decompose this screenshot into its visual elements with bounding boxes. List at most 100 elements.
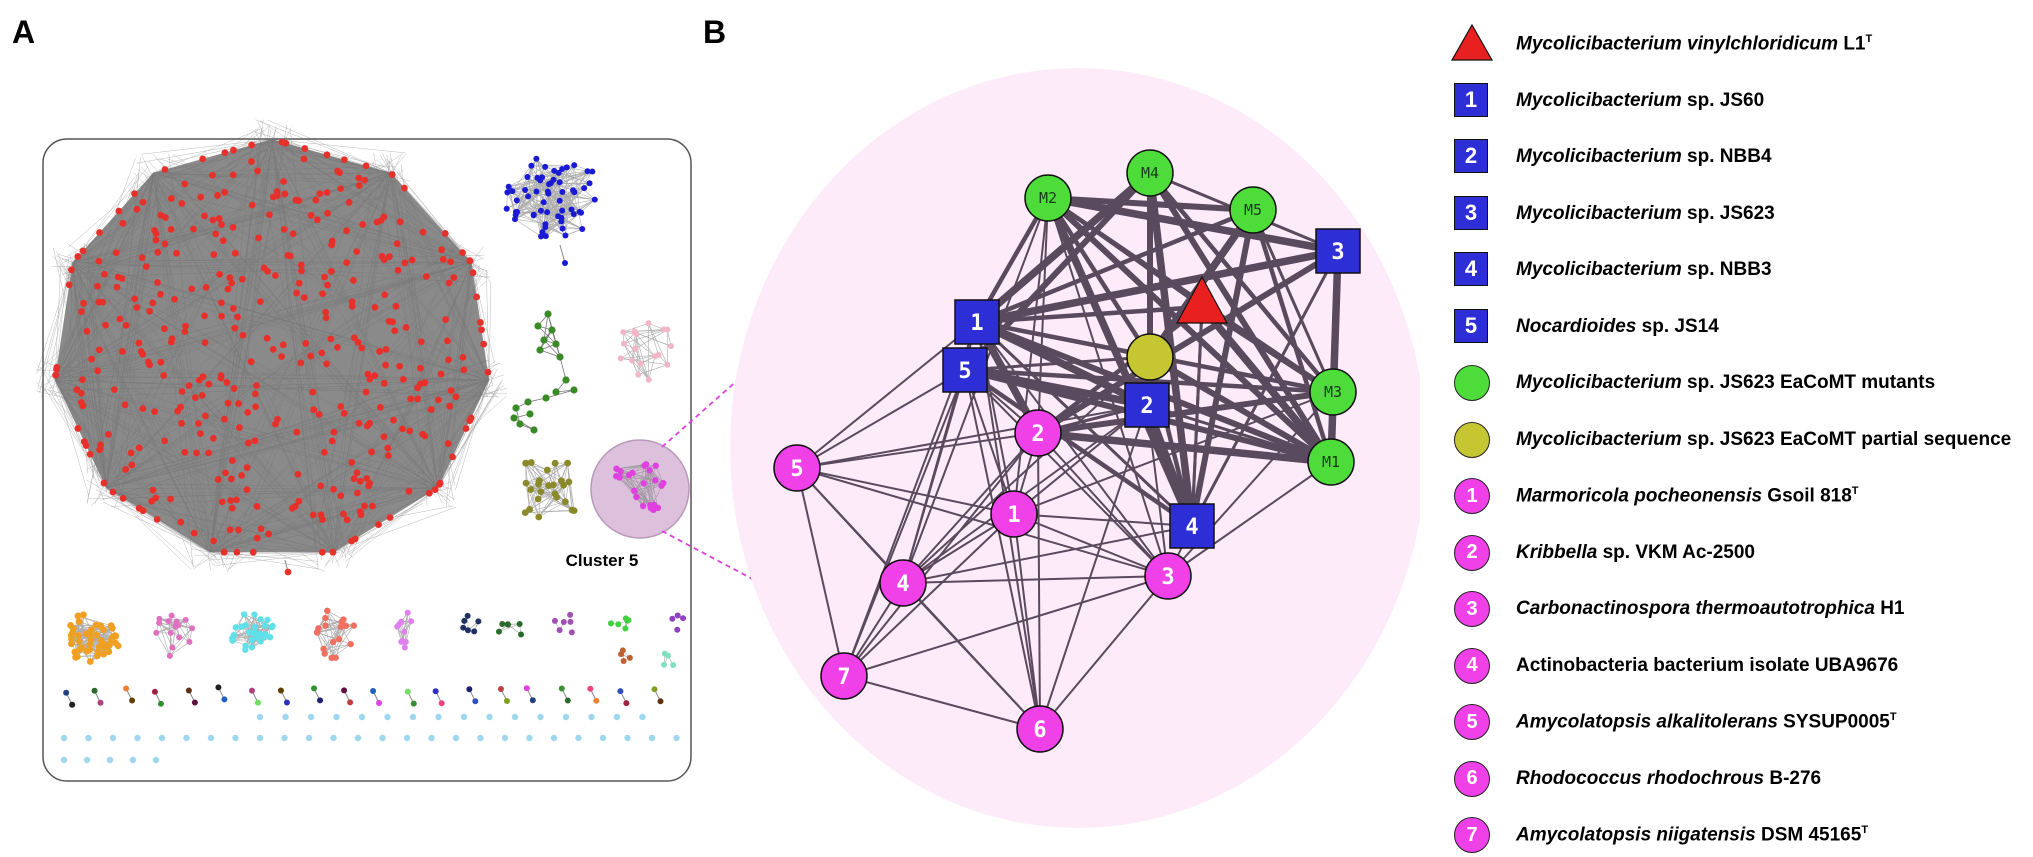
cluster-node [312, 197, 319, 204]
cluster-node [176, 634, 182, 640]
legend-strain: sp. VKM Ac-2500 [1597, 542, 1755, 563]
legend-strain: Gsoil 818 [1762, 485, 1852, 506]
cluster-node [556, 353, 563, 360]
cluster-node [101, 271, 108, 278]
cluster-node [228, 475, 235, 482]
cluster-node [232, 735, 238, 741]
cluster-node [453, 393, 460, 400]
cluster-node [384, 445, 391, 452]
cluster-node [230, 224, 237, 231]
cluster-node [355, 175, 362, 182]
cluster-node [139, 254, 146, 261]
cluster-node [246, 629, 252, 635]
cluster-node [253, 382, 260, 389]
cluster-node [293, 429, 300, 436]
cluster-node [76, 638, 83, 645]
cluster-node [154, 249, 161, 256]
cluster-node [248, 358, 255, 365]
cluster-node [449, 453, 456, 460]
cluster-node [150, 487, 157, 494]
node-label: 6 [1033, 718, 1046, 743]
cluster-node [453, 735, 459, 741]
cluster-node [571, 211, 577, 217]
cluster-node [179, 388, 186, 395]
cluster-node [167, 496, 174, 503]
cluster-node [669, 616, 675, 622]
cluster-node [559, 686, 565, 692]
cluster-node [395, 267, 402, 274]
cluster-node [173, 623, 179, 629]
cluster-node [134, 206, 141, 213]
cluster-node [356, 420, 363, 427]
square-icon: 4 [1454, 252, 1488, 286]
cluster-node [80, 300, 87, 307]
legend-taxon: Amycolatopsis niigatensis [1516, 824, 1756, 845]
cluster-node [400, 376, 407, 383]
legend-symbol: 1 [1450, 79, 1494, 123]
cluster-node [323, 360, 330, 367]
cluster-node [617, 468, 623, 474]
legend-label: Kribbella sp. VKM Ac-2500 [1516, 542, 1755, 564]
cluster-node [249, 644, 255, 650]
cluster-node [108, 622, 115, 629]
cluster-node [370, 688, 376, 694]
cluster-node [447, 258, 454, 265]
legend-taxon: Carbonactinospora thermoautotrophica [1516, 598, 1875, 619]
cluster-node [148, 498, 155, 505]
cluster-node [514, 197, 520, 203]
cluster-node [555, 213, 561, 219]
cluster-node [111, 386, 118, 393]
cluster-node [250, 549, 257, 556]
cluster-node [544, 467, 551, 474]
legend-item: Mycolicibacterium sp. JS623 EaCoMT mutan… [1450, 361, 1935, 405]
legend-symbol: 4 [1450, 644, 1494, 688]
cluster-node [66, 281, 73, 288]
cluster-node [78, 390, 85, 397]
legend-symbol: 4 [1450, 248, 1494, 292]
cluster-node [229, 637, 235, 643]
cluster-node [385, 452, 392, 459]
cluster-node [295, 471, 302, 478]
cluster-node [252, 437, 259, 444]
node-label: 5 [958, 359, 971, 384]
cluster-node [80, 247, 87, 254]
cluster-node [120, 495, 127, 502]
cluster-node [281, 226, 288, 233]
cluster-node [96, 446, 103, 453]
cluster-node [477, 319, 484, 326]
cluster-node [461, 714, 467, 720]
cluster-node [329, 438, 336, 445]
cluster-node [354, 490, 361, 497]
cluster-node [261, 265, 268, 272]
cluster-node [177, 519, 184, 526]
cluster-node [664, 362, 670, 368]
cluster-node [336, 636, 342, 642]
cluster-node [641, 462, 647, 468]
legend-taxon: Mycolicibacterium [1516, 90, 1682, 111]
cluster-node [535, 496, 542, 503]
cluster-node [153, 237, 160, 244]
cluster-node [419, 431, 426, 438]
legend-type-strain-mark: T [1861, 824, 1868, 836]
legend-strain: H1 [1875, 598, 1905, 619]
cluster-node [350, 277, 357, 284]
legend-symbol: 2 [1450, 531, 1494, 575]
cluster-node [631, 488, 637, 494]
cluster-node [343, 227, 350, 234]
cluster-node [310, 511, 317, 518]
cluster-node [414, 395, 421, 402]
cluster-node [79, 376, 86, 383]
cluster-node [565, 698, 571, 704]
cluster-node [333, 714, 339, 720]
legend-taxon: Mycolicibacterium [1516, 259, 1682, 280]
cluster-node [301, 294, 308, 301]
cluster-node [337, 185, 344, 192]
cluster-node [552, 460, 559, 467]
cluster-node [348, 459, 355, 466]
cluster-node [284, 699, 290, 705]
cluster-node [78, 308, 85, 315]
cluster-node [485, 369, 492, 376]
cluster-node [83, 630, 90, 637]
